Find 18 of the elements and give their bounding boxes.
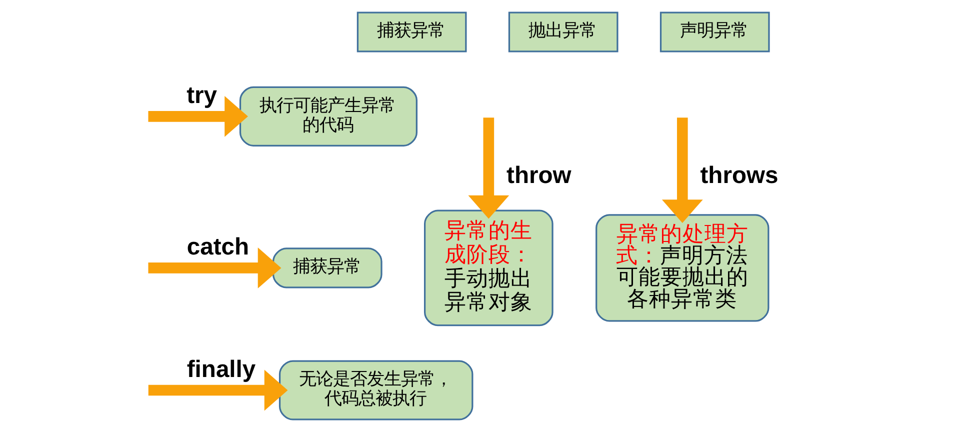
edge-label: throw <box>506 162 571 190</box>
edge-label: finally <box>186 356 256 383</box>
edge-label: catch <box>186 234 249 261</box>
node-box: 捕获异常 <box>272 248 382 288</box>
node-box: 抛出异常 <box>508 12 618 52</box>
arrow <box>661 118 702 223</box>
node-box: 无论是否发生异常，代码总被执行 <box>278 360 473 420</box>
arrow <box>148 96 248 137</box>
arrow <box>148 248 281 288</box>
node-box: 声明异常 <box>659 12 770 52</box>
node-box: 捕获异常 <box>356 12 466 52</box>
node-box: 执行可能产生异常的代码 <box>238 86 417 146</box>
node-box: 异常的生成阶段： 手动抛出异常对象 <box>423 210 553 326</box>
edge-label: try <box>186 82 217 110</box>
arrow <box>148 370 288 411</box>
node-box: 异常的处理方式：声明方法可能要抛出的各种异常类 <box>595 214 769 322</box>
edge-label: throws <box>700 162 778 190</box>
arrow <box>468 118 509 219</box>
